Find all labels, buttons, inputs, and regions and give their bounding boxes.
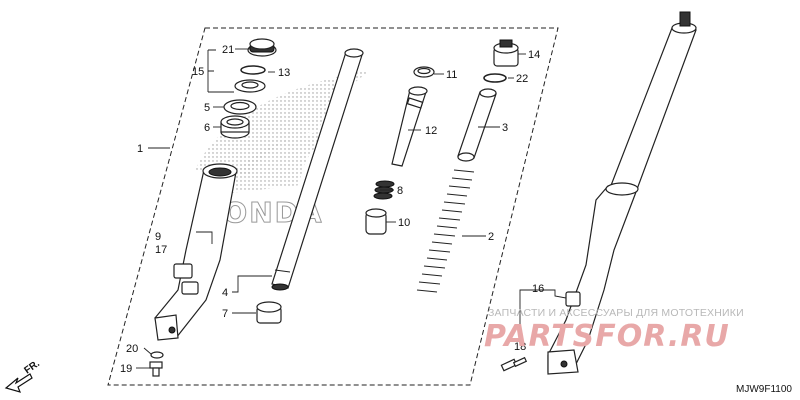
arrow-icon: [4, 373, 33, 393]
part-sealing-washer: [150, 351, 164, 359]
callout-9: 9: [155, 231, 161, 243]
callout-16: 16: [532, 283, 544, 295]
callout-21: 21: [222, 44, 234, 56]
callout-12: 12: [425, 125, 437, 137]
part-o-ring: [483, 73, 507, 83]
part-backup-ring: [223, 99, 257, 115]
callout-5: 5: [204, 102, 210, 114]
direction-label: FR.: [22, 358, 42, 376]
part-fork-spring: [416, 168, 475, 294]
partsfor-watermark: ЗАПЧАСТИ И АКСЕССУАРЫ ДЛЯ МОТОТЕХНИКИ PA…: [484, 307, 744, 354]
part-piston-ring: [413, 66, 435, 78]
leader-lines: [136, 48, 567, 369]
part-outer-tube: [154, 163, 238, 341]
callout-10: 10: [398, 217, 410, 229]
callout-19: 19: [120, 363, 132, 375]
part-oil-seal: [234, 79, 266, 93]
part-slider-bushing: [256, 301, 282, 324]
callout-15: 15: [192, 66, 204, 78]
callout-17: 17: [155, 244, 167, 256]
callout-4: 4: [222, 287, 228, 299]
callout-13: 13: [278, 67, 290, 79]
part-oil-lock-piece: [365, 208, 387, 235]
part-fork-bolt: [493, 39, 519, 67]
watermark-logo: PARTSFOR.RU: [484, 319, 730, 354]
exploded-view-frame: [107, 27, 559, 386]
part-guide-bushing: [220, 115, 250, 139]
part-flange-bolt: [500, 356, 528, 372]
part-rebound-spring: [373, 180, 395, 200]
callout-14: 14: [528, 49, 540, 61]
part-fork-pipe: [271, 48, 364, 291]
callout-22: 22: [516, 73, 528, 85]
front-direction-arrow: FR.: [4, 358, 42, 393]
part-dust-seal: [247, 38, 277, 57]
part-stopper-ring: [240, 65, 266, 75]
callout-7: 7: [222, 308, 228, 320]
callout-6: 6: [204, 122, 210, 134]
assembled-fork: [547, 11, 697, 375]
watermark-caption: ЗАПЧАСТИ И АКСЕССУАРЫ ДЛЯ МОТОТЕХНИКИ: [488, 307, 744, 319]
callout-18: 18: [514, 341, 526, 353]
diagram-code: MJW9F1100: [736, 384, 792, 395]
callout-1: 1: [137, 143, 143, 155]
part-spring-collar: [457, 88, 497, 162]
callout-3: 3: [502, 122, 508, 134]
callout-labels: 1 2 3 4 5 6 7 8 9 10 11 12 13 14 15 16 1…: [120, 44, 544, 375]
part-fork-piston: [391, 86, 428, 167]
part-socket-bolt: [149, 361, 163, 377]
callout-20: 20: [126, 343, 138, 355]
callout-2: 2: [488, 231, 494, 243]
callout-11: 11: [446, 69, 457, 81]
callout-8: 8: [397, 185, 403, 197]
